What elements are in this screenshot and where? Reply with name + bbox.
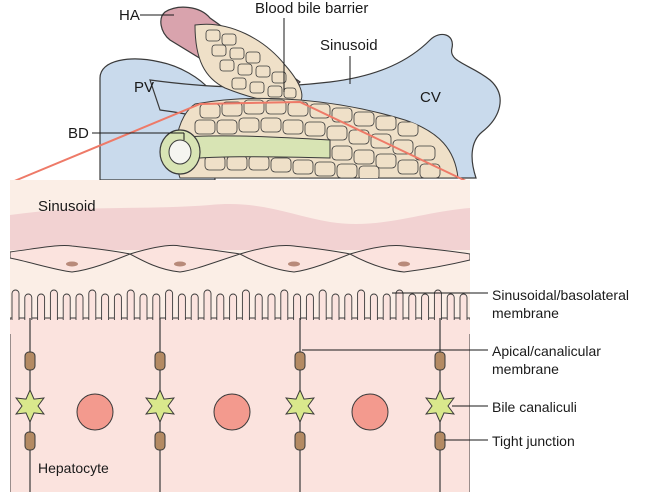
labels: HA Blood bile barrier Sinusoid PV CV BD …	[38, 0, 629, 476]
bile-canaliculus	[425, 388, 455, 424]
sinusoid-band	[10, 203, 470, 250]
endothelial-cells	[10, 245, 470, 273]
hepatocyte-apical-fill	[10, 320, 470, 334]
label-blood-bile-barrier: Blood bile barrier	[255, 0, 368, 17]
cord-cells	[205, 29, 297, 99]
tight-junctions	[24, 351, 446, 451]
bile-duct-tube	[174, 135, 331, 161]
label-tight-junction: Tight junction	[492, 433, 575, 449]
microvilli	[10, 289, 470, 334]
inset-cross-section	[10, 180, 470, 492]
bile-canaliculus	[15, 388, 45, 424]
label-sinusoidal-membrane-2: membrane	[492, 305, 559, 321]
label-apical-membrane-2: membrane	[492, 361, 559, 377]
label-hepatocyte: Hepatocyte	[38, 460, 109, 476]
label-pv: PV	[134, 79, 154, 96]
label-sinusoidal-membrane-1: Sinusoidal/basolateral	[492, 287, 629, 303]
label-bile-canaliculi: Bile canaliculi	[492, 399, 577, 415]
lobule-illustration	[11, 6, 501, 183]
label-bd: BD	[68, 125, 89, 142]
hepatocyte-nuclei	[76, 393, 389, 431]
bile-canaliculi-stars	[15, 388, 455, 424]
bile-canaliculus	[145, 388, 175, 424]
label-sinusoid-top: Sinusoid	[320, 37, 378, 54]
bile-canaliculus	[285, 388, 315, 424]
zoom-lines	[11, 100, 469, 183]
label-apical-membrane-1: Apical/canalicular	[492, 343, 601, 359]
label-sinusoid-inset: Sinusoid	[38, 198, 96, 215]
label-ha: HA	[119, 7, 140, 24]
label-cv: CV	[420, 89, 441, 106]
